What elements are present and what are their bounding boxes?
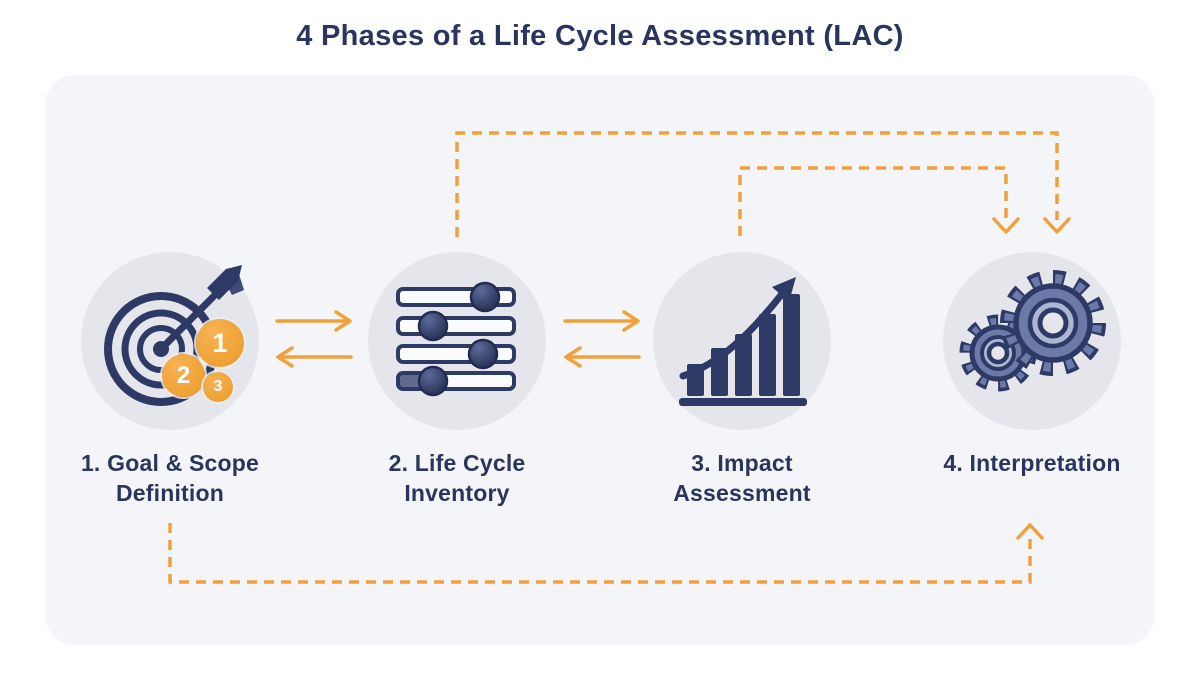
phase-2-label: 2. Life Cycle Inventory [307, 448, 607, 508]
phase-2-circle [368, 252, 546, 430]
target-icon [104, 265, 244, 406]
phase-3-label: 3. Impact Assessment [592, 448, 892, 508]
page-title: 4 Phases of a Life Cycle Assessment (LAC… [296, 20, 904, 52]
badge-1: 1 [196, 319, 244, 367]
phase-3-label-line2: Assessment [673, 480, 811, 506]
phase-life-cycle-inventory: 2. Life Cycle Inventory [307, 252, 607, 508]
phase-4-label: 4. Interpretation [882, 448, 1182, 478]
phase-1-label-line2: Definition [115, 480, 225, 506]
phase-1-label: 1. Goal & Scope Definition [20, 448, 320, 508]
phase-3-circle [653, 252, 831, 430]
phase-impact-assessment: 3. Impact Assessment [592, 252, 892, 508]
phase-1-label-line1: 1. Goal & Scope [80, 450, 260, 476]
sliders-icon [396, 281, 516, 397]
phase-4-circle [943, 252, 1121, 430]
phase-3-label-line1: 3. Impact [691, 450, 793, 476]
phase-2-label-line2: Inventory [404, 480, 510, 506]
bar-chart-icon [679, 277, 807, 406]
badge-2: 2 [162, 354, 205, 397]
gears-icon [959, 270, 1106, 392]
phase-interpretation: 4. Interpretation [882, 252, 1182, 478]
phase-1-circle: 1 2 3 [81, 252, 259, 430]
phase-4-label-line1: 4. Interpretation [943, 450, 1121, 476]
phase-2-label-line1: 2. Life Cycle [388, 450, 526, 476]
phase-goal-scope-definition: 1 2 3 1. Goal & Scope Definition [20, 252, 320, 508]
badge-3: 3 [203, 372, 233, 402]
